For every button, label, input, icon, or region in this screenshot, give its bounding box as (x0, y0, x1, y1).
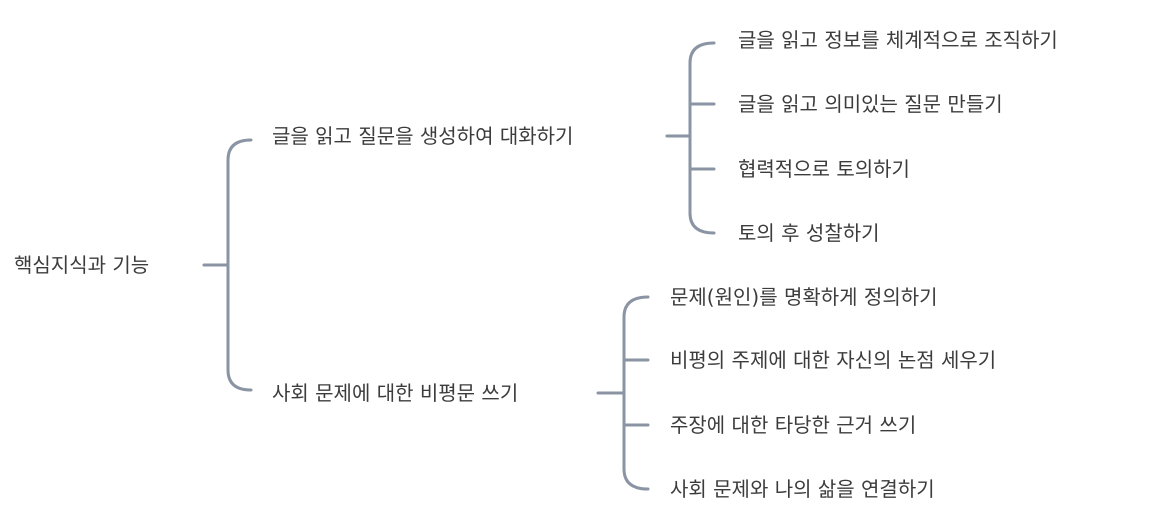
branch-1-leaf-1: 글을 읽고 정보를 체계적으로 조직하기 (738, 28, 1058, 52)
branch-1-leaf-2: 글을 읽고 의미있는 질문 만들기 (738, 92, 1003, 116)
root-label: 핵심지식과 기능 (14, 253, 149, 277)
branch-2-leaf-3: 주장에 대한 타당한 근거 쓰기 (670, 413, 916, 437)
root-bracket (226, 138, 253, 392)
branch-2-label: 사회 문제에 대한 비평문 쓰기 (272, 381, 518, 405)
labels: 핵심지식과 기능 글을 읽고 질문을 생성하여 대화하기 사회 문제에 대한 비… (14, 28, 1058, 501)
branch-1-bracket (688, 41, 716, 235)
branch-2-leaf-2: 비평의 주제에 대한 자신의 논점 세우기 (670, 348, 996, 372)
branch-2-bracket (622, 295, 650, 491)
branch-2-leaf-1: 문제(원인)를 명확하게 정의하기 (670, 285, 938, 309)
branch-2-leaf-4: 사회 문제와 나의 삶을 연결하기 (670, 477, 935, 501)
branch-1-leaf-4: 토의 후 성찰하기 (738, 221, 880, 245)
branch-1-label: 글을 읽고 질문을 생성하여 대화하기 (272, 124, 573, 148)
connectors (202, 41, 716, 491)
branch-1-leaf-3: 협력적으로 토의하기 (738, 157, 910, 181)
